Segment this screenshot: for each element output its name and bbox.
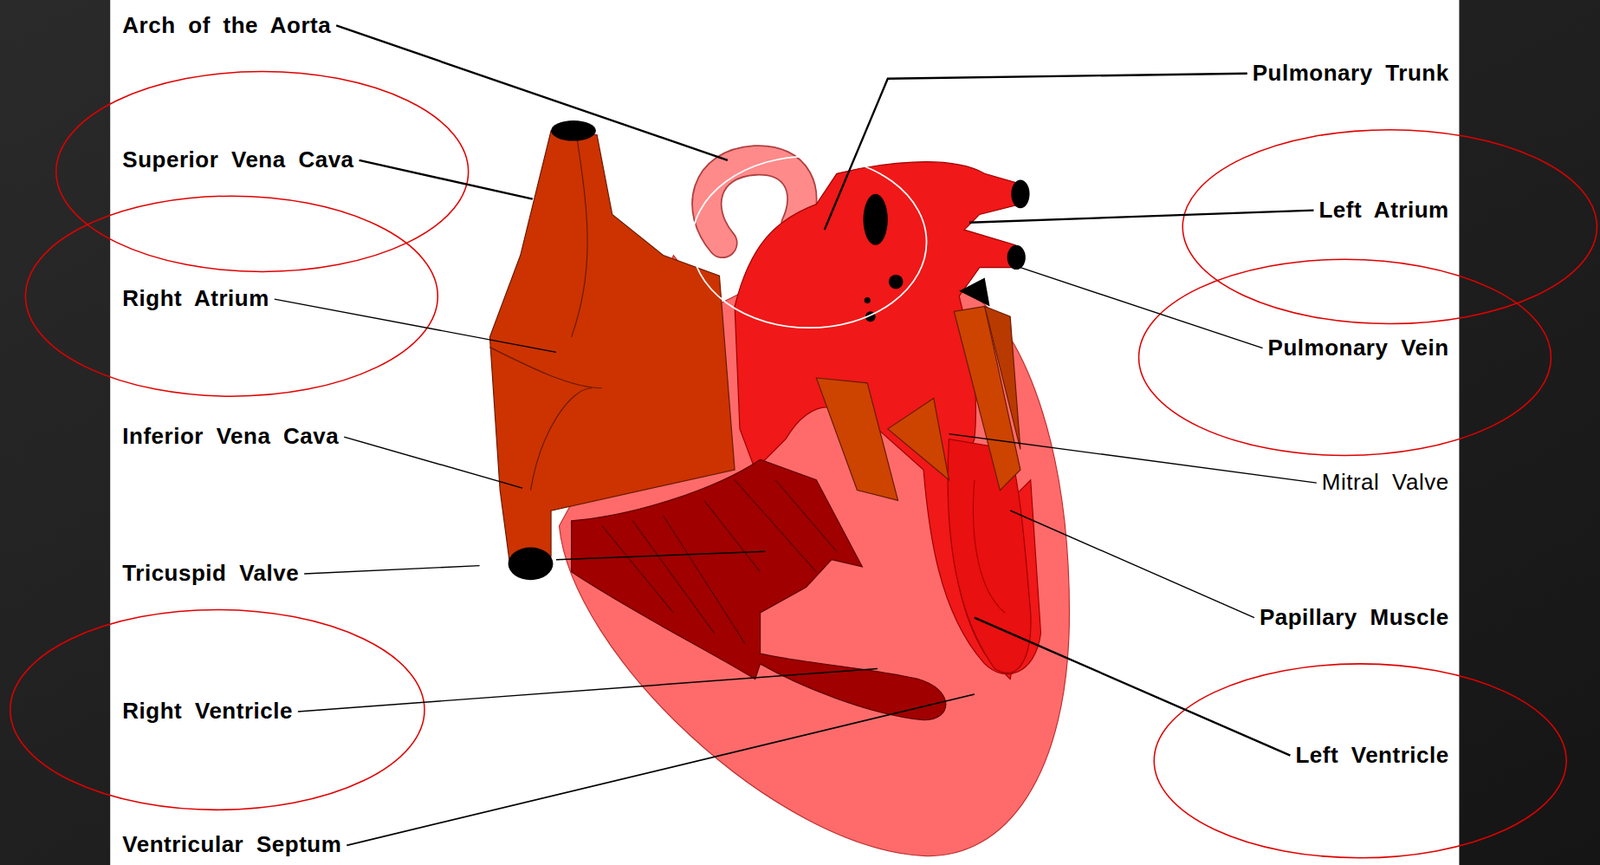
leader-line	[274, 298, 557, 352]
part-label: Arch of the Aorta	[122, 12, 331, 39]
part-label: Pulmonary Vein	[1268, 335, 1450, 362]
part-label: Right Atrium	[122, 285, 269, 312]
leader-line	[969, 210, 1315, 223]
leader-line	[824, 73, 1248, 230]
leader-line	[949, 434, 1317, 483]
leader-line	[359, 160, 533, 200]
part-label: Mitral Valve	[1321, 469, 1450, 496]
part-label: Left Ventricle	[1295, 742, 1449, 769]
part-label: Superior Vena Cava	[122, 147, 354, 174]
part-label: Papillary Muscle	[1259, 604, 1450, 631]
leader-line	[1010, 510, 1255, 618]
leader-line	[304, 565, 480, 574]
leader-line	[297, 668, 878, 713]
part-label: Pulmonary Trunk	[1252, 60, 1450, 87]
part-label: Left Atrium	[1318, 197, 1449, 224]
part-label: Inferior Vena Cava	[122, 423, 339, 450]
part-label: Tricuspid Valve	[122, 560, 299, 587]
leader-line	[346, 693, 975, 845]
leader-line	[1020, 267, 1264, 349]
leader-line	[974, 617, 1291, 756]
leader-line	[336, 25, 728, 161]
part-label: Ventricular Septum	[122, 831, 342, 858]
leader-line	[343, 436, 523, 488]
part-label: Right Ventricle	[122, 698, 293, 725]
